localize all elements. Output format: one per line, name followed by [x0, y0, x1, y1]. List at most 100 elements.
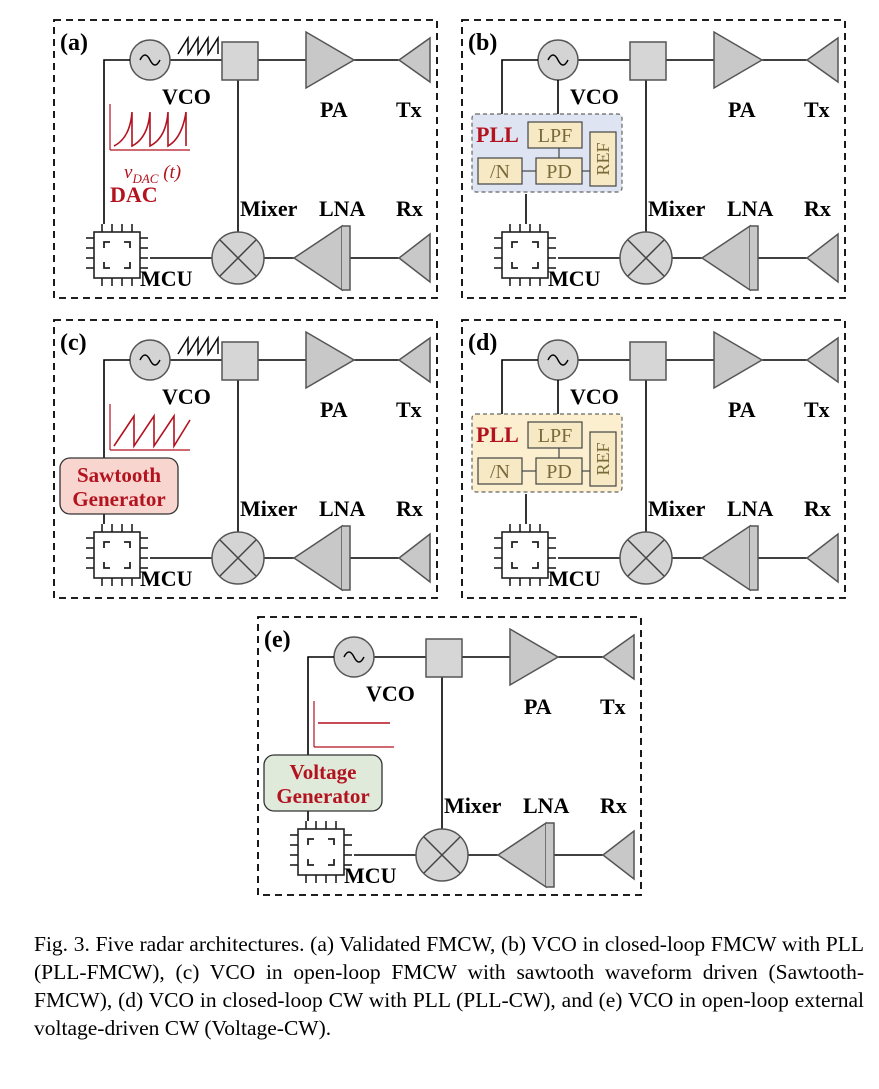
lna-label: LNA: [523, 793, 570, 818]
panel-frame: [461, 19, 846, 299]
power-amplifier-icon: [713, 330, 764, 390]
coupler-block: [629, 41, 667, 81]
generator-line-1: Sawtooth: [77, 463, 161, 487]
rx-label: Rx: [396, 196, 423, 221]
lna-label: LNA: [727, 496, 774, 521]
panel-tag: (b): [468, 30, 497, 56]
rx-label: Rx: [804, 196, 831, 221]
tx-antenna-icon: [397, 336, 431, 384]
plot-waveform: [113, 413, 191, 449]
lna-back-icon: [342, 225, 351, 291]
mixer-label: Mixer: [648, 196, 706, 221]
vco-label: VCO: [162, 384, 211, 409]
lna-label: LNA: [319, 196, 366, 221]
lna-icon: [292, 224, 343, 292]
wire-coupler-mixer: [631, 364, 647, 558]
ref-block: [589, 131, 617, 187]
tx-antenna-icon: [805, 336, 839, 384]
pd-block: [535, 457, 583, 485]
divider-label: /N: [490, 461, 510, 483]
mcu-label: MCU: [548, 566, 601, 591]
tx-label: Tx: [600, 694, 626, 719]
tx-label: Tx: [804, 397, 830, 422]
panel-e: (e)VCOPATxMixerLNARxMCUvVolt (t)VoltageG…: [257, 616, 642, 896]
wire-vco-pll: [501, 359, 538, 414]
lna-label: LNA: [319, 496, 366, 521]
generator-box: [263, 754, 383, 812]
sine-wave-icon: [343, 651, 365, 663]
wire-control-vco: [103, 59, 130, 224]
power-amplifier-icon: [509, 627, 560, 687]
mcu-chip-icon: [494, 224, 556, 286]
sine-wave-icon: [547, 54, 569, 66]
ref-block: [589, 431, 617, 487]
sawtooth-marker-icon: [177, 335, 219, 357]
sine-wave-icon: [547, 354, 569, 366]
mixer-label: Mixer: [240, 496, 298, 521]
coupler-block: [425, 638, 463, 678]
sawtooth-marker-icon: [177, 35, 219, 57]
mixer-label: Mixer: [648, 496, 706, 521]
mixer-cross-icon: [219, 239, 257, 277]
lpf-label: LPF: [538, 125, 572, 147]
rx-antenna-icon: [601, 829, 635, 881]
panel-frame: [257, 616, 642, 896]
pa-label: PA: [728, 397, 756, 422]
lna-icon: [700, 524, 751, 592]
wire-coupler-mixer: [223, 64, 239, 258]
vco-label: VCO: [162, 84, 211, 109]
rx-label: Rx: [804, 496, 831, 521]
panel-c: (c)VCOPATxMixerLNARxMCUvSaw (t)SawtoothG…: [53, 319, 438, 599]
mixer-cross-icon: [627, 239, 665, 277]
lna-icon: [292, 524, 343, 592]
control-signal-plot: [109, 404, 191, 451]
lpf-block: [527, 421, 583, 449]
pll-title: PLL: [476, 122, 519, 147]
mcu-label: MCU: [140, 566, 193, 591]
coupler-block: [221, 341, 259, 381]
pll-title: PLL: [476, 422, 519, 447]
power-amplifier-icon: [713, 30, 764, 90]
mcu-label: MCU: [140, 266, 193, 291]
rx-antenna-icon: [397, 532, 431, 584]
panel-tag: (e): [264, 627, 291, 653]
panel-tag: (a): [60, 30, 88, 56]
sine-wave-icon: [139, 354, 161, 366]
control-signal-plot: [313, 701, 394, 748]
lna-icon: [700, 224, 751, 292]
divider-block: [477, 157, 523, 185]
mcu-chip-icon: [86, 524, 148, 586]
lpf-block: [527, 121, 583, 149]
lna-back-icon: [342, 525, 351, 591]
wire-coupler-mixer: [427, 661, 443, 855]
pa-label: PA: [320, 397, 348, 422]
ref-label: REF: [593, 442, 613, 475]
figure-caption: Fig. 3. Five radar architectures. (a) Va…: [34, 932, 864, 1040]
lna-back-icon: [750, 525, 759, 591]
lna-back-icon: [546, 822, 555, 888]
mcu-chip-icon: [86, 224, 148, 286]
wire-coupler-mixer: [223, 364, 239, 558]
generator-line-1: Voltage: [290, 760, 357, 784]
coupler-block: [221, 41, 259, 81]
pa-label: PA: [728, 97, 756, 122]
lna-label: LNA: [727, 196, 774, 221]
panel-tag: (d): [468, 330, 497, 356]
rx-label: Rx: [600, 793, 627, 818]
mcu-label: MCU: [344, 863, 397, 888]
signal-label: vDAC (t): [124, 162, 181, 186]
mcu-chip-icon: [290, 821, 352, 883]
lpf-label: LPF: [538, 425, 572, 447]
generator-box: [59, 457, 179, 515]
divider-label: /N: [490, 161, 510, 183]
pa-label: PA: [320, 97, 348, 122]
vco-label: VCO: [570, 384, 619, 409]
tx-antenna-icon: [805, 36, 839, 84]
dac-label: DAC: [110, 182, 158, 207]
